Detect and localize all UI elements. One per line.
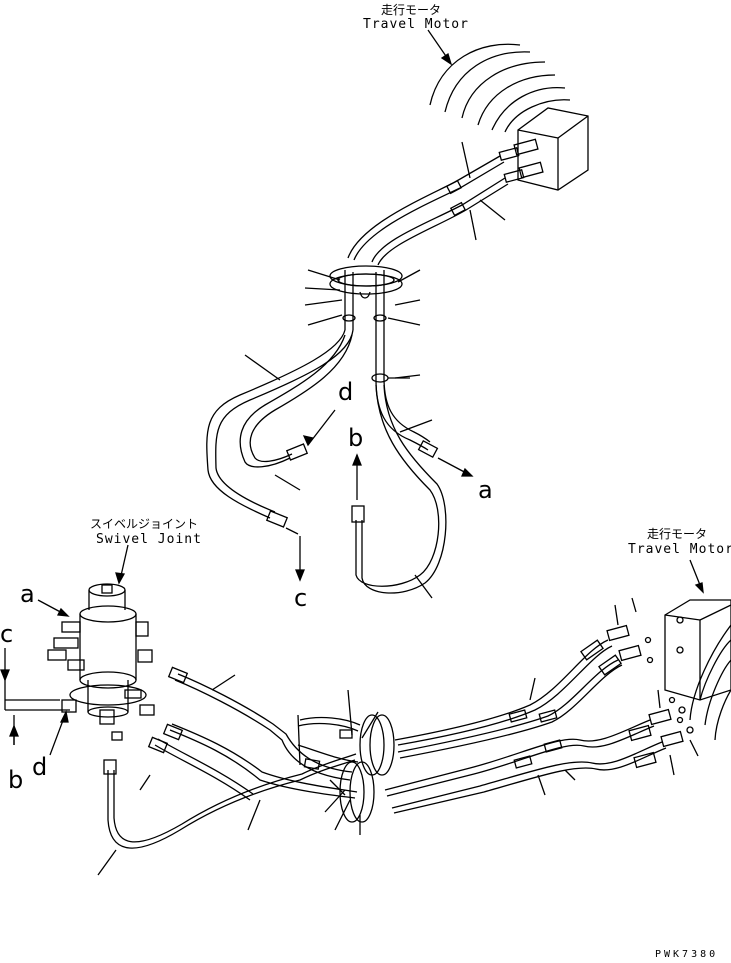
hose-to-c-upper — [206, 329, 354, 535]
arrow-lower-c — [0, 648, 10, 682]
arrow-lower-b — [9, 724, 19, 745]
swivel-joint — [4, 583, 155, 745]
upper-hoses — [347, 155, 509, 266]
travel-motor-right — [644, 599, 731, 741]
leader-lines-upper — [244, 141, 506, 599]
travel-motor-top-label-jp: 走行モータ — [381, 3, 442, 17]
callout-lower-a: a — [20, 580, 35, 608]
arrow-travel-motor-top — [427, 29, 453, 66]
callout-lower-d: d — [32, 753, 48, 781]
drawing-code: PWK7380 — [655, 949, 719, 960]
arrow-upper-b — [352, 453, 362, 500]
travel-motor-top — [429, 43, 589, 191]
arrow-lower-d — [49, 710, 69, 756]
swivel-joint-label-en: Swivel Joint — [96, 532, 202, 547]
lower-right-hoses — [384, 639, 667, 814]
arrow-travel-motor-right — [689, 559, 704, 594]
hose-to-d-upper — [239, 334, 353, 468]
callout-upper-b: b — [348, 424, 364, 452]
callout-upper-a: a — [478, 476, 493, 504]
arrow-upper-c — [295, 536, 305, 582]
callout-upper-d: d — [338, 378, 354, 406]
hose-to-b-upper — [351, 384, 447, 594]
swivel-joint-label-jp: スイベルジョイント — [90, 517, 199, 531]
upper-clamp — [329, 265, 403, 330]
lower-left-hoses — [103, 666, 361, 849]
fittings-right — [606, 597, 699, 776]
arrow-upper-d — [302, 409, 336, 447]
arrow-lower-a — [37, 599, 70, 617]
arrow-upper-a — [437, 457, 474, 477]
callout-lower-b: b — [8, 766, 24, 794]
lower-clamp — [339, 714, 395, 823]
travel-motor-right-label-en: Travel Motor — [628, 542, 731, 557]
hose-to-a-upper — [371, 330, 439, 459]
leader-lines-lower — [97, 674, 576, 876]
travel-motor-right-label-jp: 走行モータ — [647, 527, 708, 541]
callout-lower-c: c — [0, 620, 14, 648]
travel-motor-top-label-en: Travel Motor — [363, 17, 469, 32]
callout-upper-c: c — [294, 584, 308, 612]
arrow-swivel-label — [115, 544, 129, 585]
